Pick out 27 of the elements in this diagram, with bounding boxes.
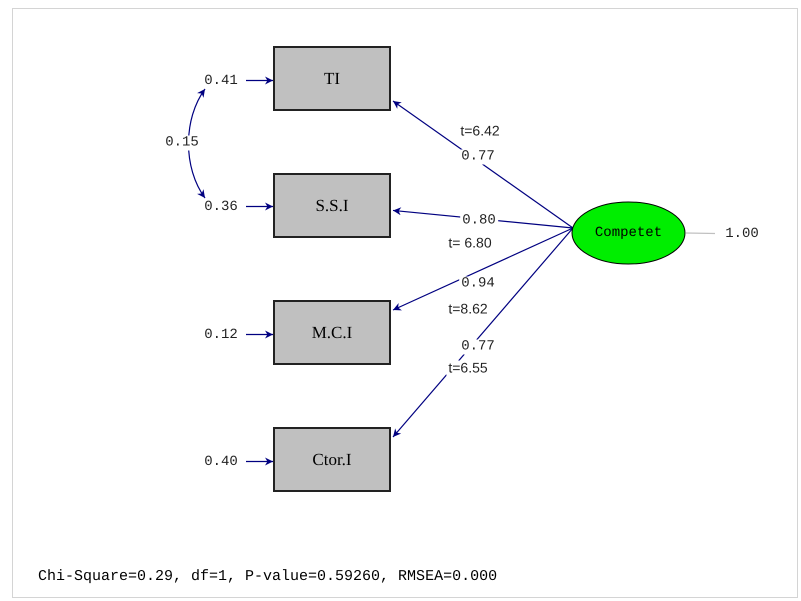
- variable-box: Ctor.I: [273, 427, 391, 492]
- edge-label: 0.77: [459, 150, 497, 164]
- edge-label: 0.15: [163, 136, 201, 150]
- variable-box: TI: [273, 46, 391, 111]
- path-arrow: [392, 227, 574, 311]
- covariance-arrow: [188, 88, 206, 198]
- error-value: 0.12: [197, 326, 245, 343]
- t-value-label: t=6.55: [446, 360, 490, 376]
- node-label: Competet: [594, 225, 662, 241]
- path-arrow: [246, 76, 273, 84]
- t-value-label: t=6.42: [458, 124, 502, 138]
- fit-statistics-caption: Chi-Square=0.29, df=1, P-value=0.59260, RMSEA=0.000: [38, 568, 498, 585]
- variable-box: S.S.I: [273, 173, 391, 238]
- path-arrow: [246, 330, 273, 338]
- path-arrow: [246, 202, 273, 210]
- path-arrow: [392, 100, 574, 228]
- error-value: 0.36: [197, 198, 245, 215]
- connector-line: [686, 232, 716, 234]
- error-value: 0.41: [197, 72, 245, 89]
- error-value: 0.40: [197, 453, 245, 470]
- path-arrow: [246, 458, 273, 466]
- latent-ellipse: [571, 201, 686, 265]
- t-value-label: t=8.62: [446, 302, 490, 316]
- t-value-label: t= 6.80: [446, 236, 494, 250]
- variable-box: M.C.I: [273, 300, 391, 365]
- edge-label: 0.77: [459, 340, 497, 354]
- error-value: 1.00: [717, 225, 767, 242]
